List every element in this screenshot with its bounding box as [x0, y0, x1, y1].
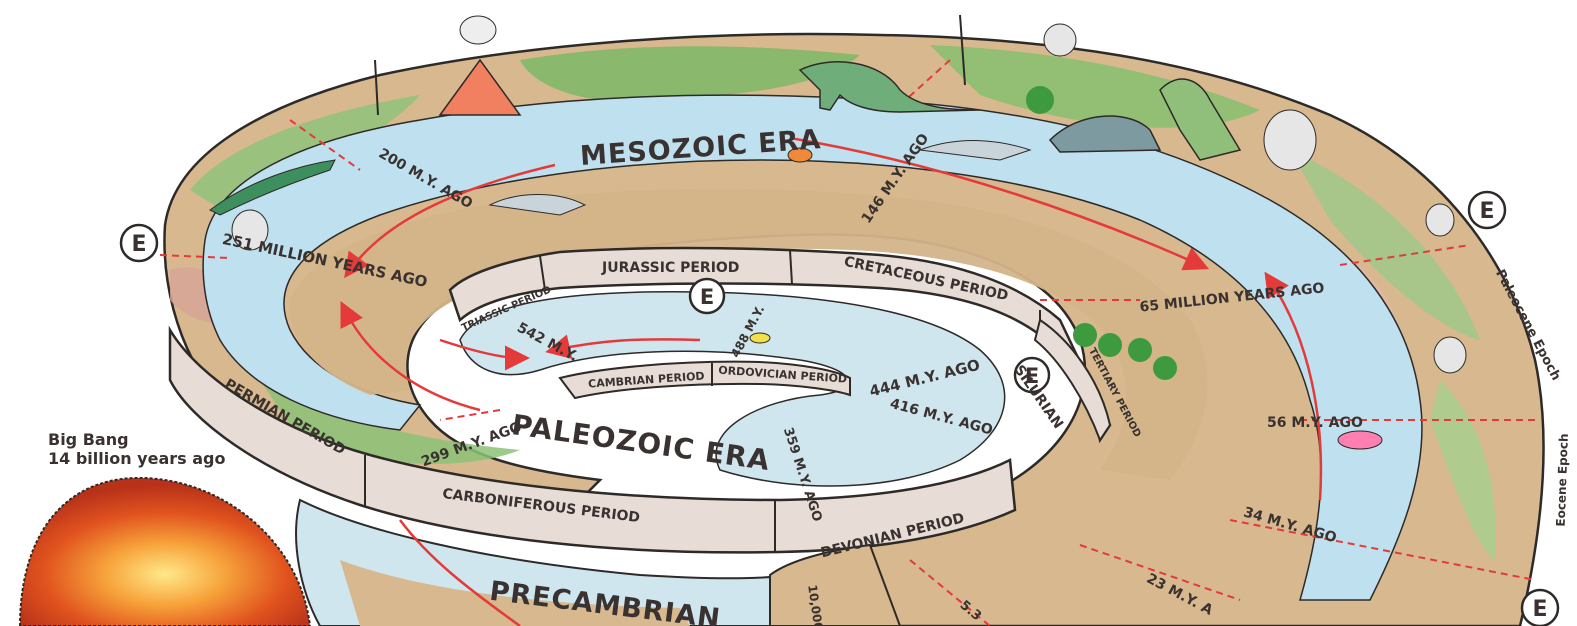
big-bang-caption: Big Bang 14 billion years ago — [48, 430, 225, 468]
extinction-marker-label: E — [700, 285, 714, 309]
extinction-marker-label: E — [131, 232, 146, 257]
extinction-marker-label: E — [1532, 597, 1547, 622]
date-56: 56 M.Y. AGO — [1267, 415, 1363, 431]
extinction-marker-4: E — [1469, 192, 1505, 228]
extinction-marker-2: E — [690, 279, 724, 313]
big-bang-title: Big Bang — [48, 430, 225, 449]
extinction-marker-label: E — [1479, 199, 1494, 224]
period-jurassic: JURASSIC PERIOD — [601, 260, 739, 276]
era-paleozoic: PALEOZOIC ERA — [510, 408, 773, 477]
big-bang-date: 14 billion years ago — [48, 449, 225, 468]
extinction-marker-1: E — [121, 225, 157, 261]
epoch-eocene: Eocene Epoch — [1554, 433, 1571, 527]
big-bang-illustration — [20, 478, 310, 626]
extinction-marker-5: E — [1522, 590, 1558, 626]
